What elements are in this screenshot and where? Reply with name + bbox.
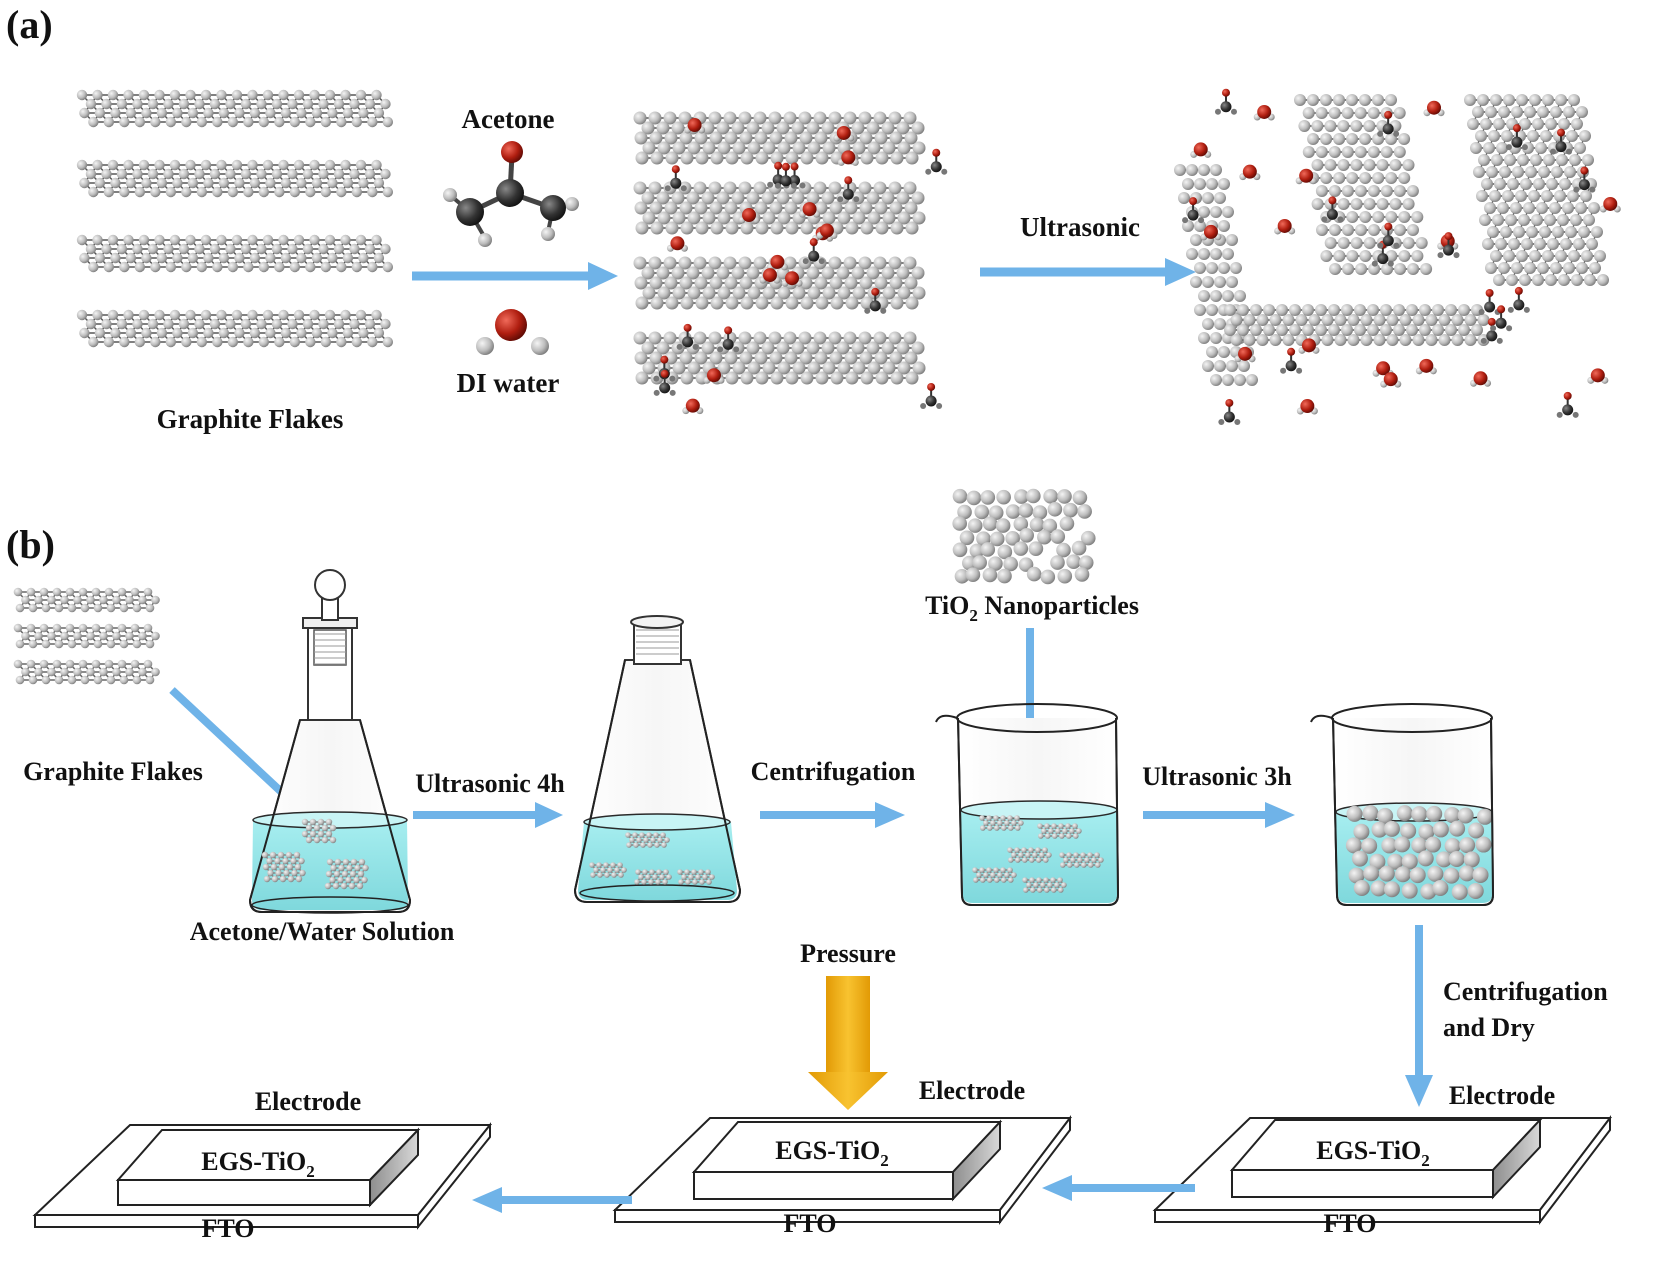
arrow-a1 [412, 262, 618, 290]
centrifugation-dry-label-1: Centrifugation [1443, 977, 1608, 1006]
water-molecule [476, 309, 549, 355]
graphite-flakes-stack [76, 89, 394, 348]
graphite-flakes-label-a: Graphite Flakes [157, 404, 344, 434]
panel-b-label: (b) [6, 522, 55, 567]
pressure-arrow [808, 976, 888, 1110]
arrow-b1 [413, 802, 563, 828]
fto-label-right: FTO [1324, 1209, 1377, 1238]
di-water-label: DI water [457, 368, 560, 398]
flask-2 [573, 615, 742, 903]
ultrasonic-4h-label: Ultrasonic 4h [415, 769, 565, 798]
graphite-flakes-label-b: Graphite Flakes [23, 757, 203, 786]
ultrasonic-3h-label: Ultrasonic 3h [1142, 762, 1292, 791]
centrifugation-label: Centrifugation [751, 757, 916, 786]
graphite-in-solvent [633, 111, 948, 415]
egs-tio2-label-middle: EGS-TiO2 [775, 1136, 889, 1170]
electrode-label-right: Electrode [1449, 1081, 1555, 1110]
fto-label-left: FTO [202, 1214, 255, 1243]
electrode-label-left: Electrode [255, 1087, 361, 1116]
arrow-b2 [760, 802, 905, 828]
egs-tio2-label-right: EGS-TiO2 [1316, 1136, 1430, 1170]
graphite-flakes-small [13, 587, 160, 685]
egs-tio2-label-left: EGS-TiO2 [201, 1147, 315, 1181]
acetone-water-solution-label: Acetone/Water Solution [190, 917, 455, 946]
fto-label-middle: FTO [784, 1209, 837, 1238]
arrow-b6-left [472, 1187, 632, 1213]
electrode-label-middle: Electrode [919, 1076, 1025, 1105]
electrode-assembly-middle: EGS-TiO2 FTO [612, 1115, 1073, 1238]
acetone-label: Acetone [462, 104, 555, 134]
tio2-nanoparticles-label: TiO2 Nanoparticles [925, 591, 1139, 625]
arrow-b4-down [1405, 925, 1433, 1107]
beaker-1 [935, 703, 1120, 906]
ultrasonic-label-a: Ultrasonic [1020, 212, 1140, 242]
pressure-label: Pressure [800, 939, 896, 968]
exfoliated-graphene [1174, 88, 1621, 425]
arrow-a2 [980, 258, 1196, 286]
electrode-assembly-left: EGS-TiO2 FTO [32, 1122, 493, 1243]
beaker-2 [1310, 703, 1495, 906]
tio2-nanoparticle-cluster [952, 488, 1096, 585]
acetone-molecule [443, 141, 579, 247]
arrow-b3 [1143, 802, 1295, 828]
panel-a-label: (a) [6, 2, 53, 47]
arrow-b5-left [1042, 1175, 1195, 1201]
flask-1 [248, 569, 412, 914]
centrifugation-dry-label-2: and Dry [1443, 1013, 1535, 1042]
electrode-assembly-right: EGS-TiO2 FTO [1152, 1115, 1613, 1238]
